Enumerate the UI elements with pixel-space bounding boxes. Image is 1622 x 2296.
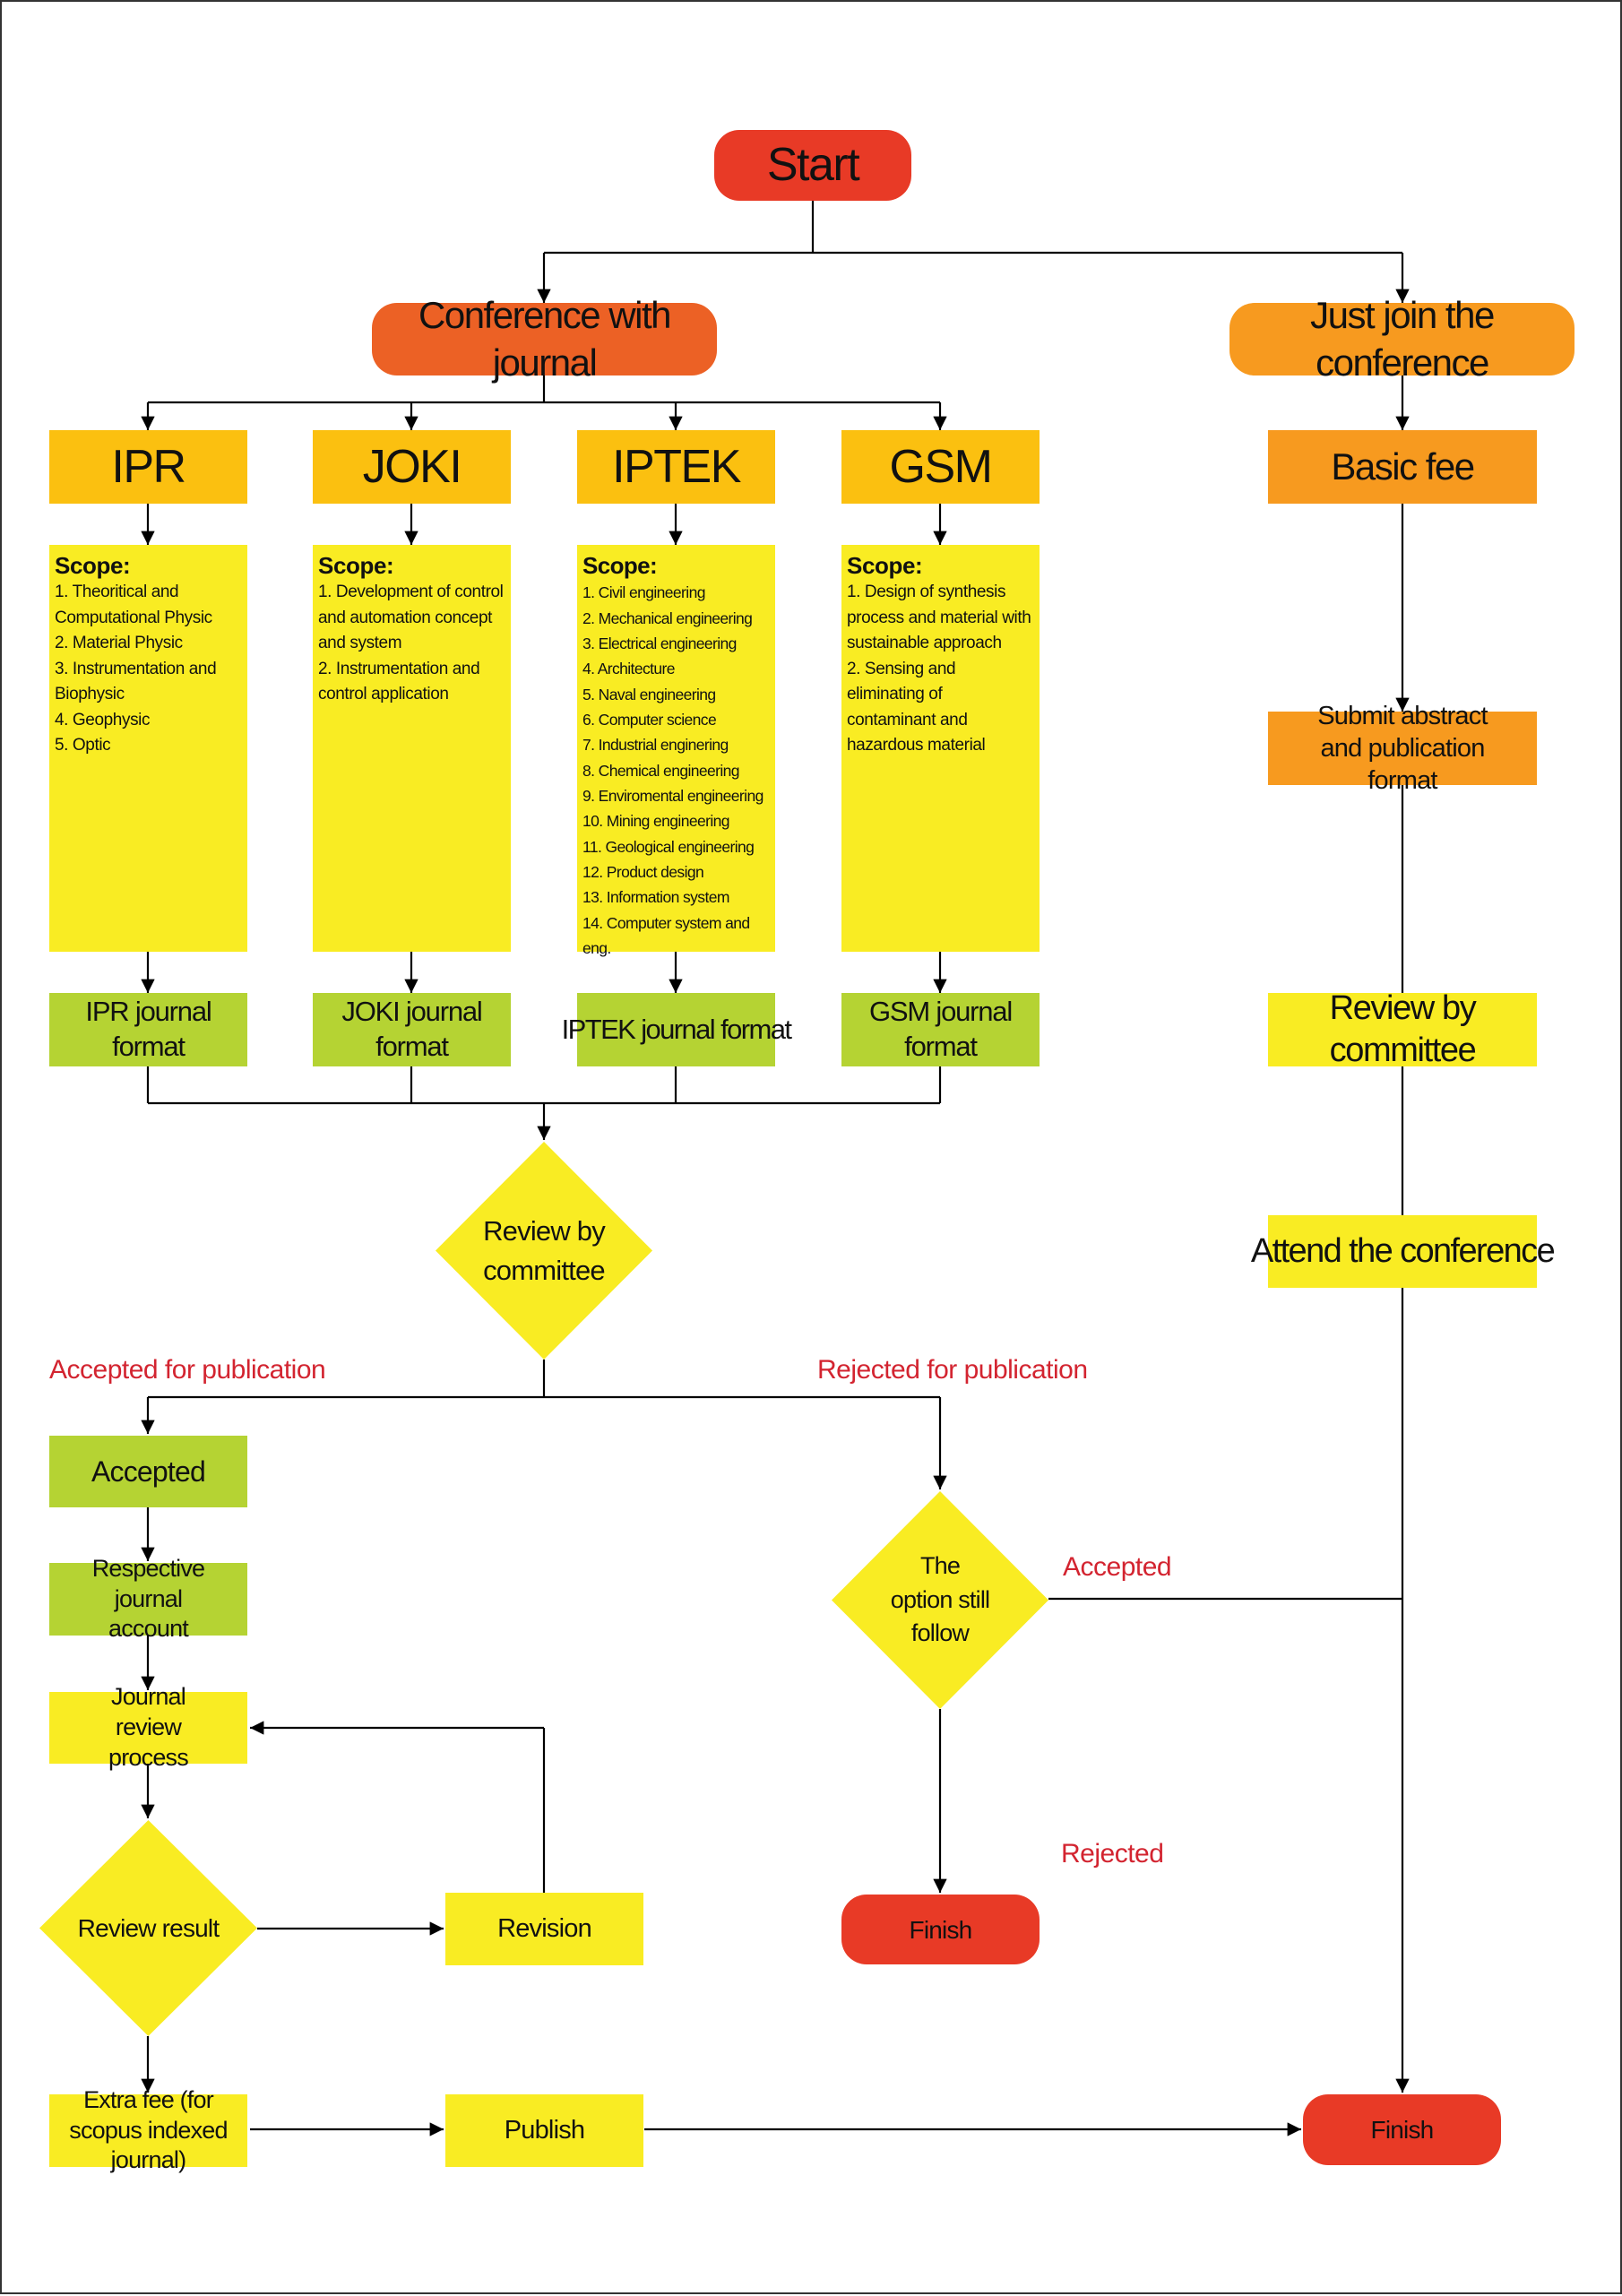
review-result-decision: Review result xyxy=(39,1820,257,2036)
scope-item: 2. Material Physic xyxy=(55,634,183,653)
scope-item: 13. Information system xyxy=(582,888,729,907)
scope-heading: Scope: xyxy=(582,552,658,579)
finish-node-right: Finish xyxy=(1303,2094,1501,2165)
finish-node-middle: Finish xyxy=(841,1895,1040,1964)
extra-fee-node: Extra fee (for scopus indexed journal) xyxy=(49,2086,247,2173)
scope-item: 2. Sensing and eliminating of contaminan… xyxy=(847,659,986,755)
journal-joki-node: JOKI xyxy=(313,430,511,504)
revision-node: Revision xyxy=(445,1893,643,1965)
rejected-edge-label: Rejected xyxy=(1061,1839,1164,1869)
gsm-journal-format-node: GSM journal format xyxy=(841,993,1040,1066)
journal-ipr-node: IPR xyxy=(49,430,247,504)
journal-review-process-node: Journal review process xyxy=(49,1683,247,1771)
scope-item: 3. Electrical engineering xyxy=(582,634,737,652)
scope-box-joki: Scope: 1. Development of control and aut… xyxy=(313,545,511,952)
review-by-committee-node: Review by committee xyxy=(1268,989,1537,1069)
conference-with-journal-node: Conference with journal xyxy=(372,294,717,384)
scope-box-ipr: Scope: 1. Theoritical and Computational … xyxy=(49,545,247,952)
scope-item: 3. Instrumentation and Biophysic xyxy=(55,659,217,704)
accepted-for-publication-label: Accepted for publication xyxy=(49,1355,326,1385)
ipr-journal-format-node: IPR journal format xyxy=(49,993,247,1066)
submit-abstract-node: Submit abstract and publication format xyxy=(1268,702,1537,795)
scope-item: 4. Architecture xyxy=(582,660,675,678)
decision-label: The option still follow xyxy=(890,1551,990,1647)
scope-item: 12. Product design xyxy=(582,862,704,881)
scope-item: 8. Chemical engineering xyxy=(582,761,740,780)
scope-item: 1. Theoritical and Computational Physic xyxy=(55,583,212,627)
journal-iptek-node: IPTEK xyxy=(577,430,775,504)
respective-journal-account-node: Respective journal account xyxy=(49,1555,247,1642)
scope-box-iptek: Scope: 1. Civil engineering 2. Mechanica… xyxy=(577,545,775,957)
scope-item: 11. Geological engineering xyxy=(582,837,755,856)
scope-item: 1. Design of synthesis process and mater… xyxy=(847,583,1031,653)
publish-node: Publish xyxy=(445,2094,643,2167)
scope-item: 1. Civil engineering xyxy=(582,583,705,602)
just-join-conference-node: Just join the conference xyxy=(1229,294,1575,384)
basic-fee-node: Basic fee xyxy=(1268,430,1537,504)
accepted-node: Accepted xyxy=(49,1436,247,1507)
scope-heading: Scope: xyxy=(847,552,923,579)
decision-label: Review result xyxy=(77,1913,220,1942)
accepted-edge-label: Accepted xyxy=(1063,1552,1172,1582)
scope-item: 9. Enviromental engineering xyxy=(582,786,764,805)
review-by-committee-decision: Review by committee xyxy=(436,1142,652,1359)
scope-item: 7. Industrial enginering xyxy=(582,736,729,755)
scope-item: 5. Optic xyxy=(55,736,111,755)
scope-item: 6. Computer science xyxy=(582,710,717,729)
scope-item: 2. Mechanical engineering xyxy=(582,609,753,627)
decision-label: Review by committee xyxy=(483,1215,606,1286)
scope-item: 4. Geophysic xyxy=(55,710,151,729)
joki-journal-format-node: JOKI journal format xyxy=(313,993,511,1066)
option-still-follow-decision: The option still follow xyxy=(832,1491,1048,1709)
scope-box-gsm: Scope: 1. Design of synthesis process an… xyxy=(841,545,1040,952)
start-node: Start xyxy=(714,130,911,201)
scope-heading: Scope: xyxy=(318,552,394,579)
rejected-for-publication-label: Rejected for publication xyxy=(817,1355,1088,1385)
scope-item: 1. Development of control and automation… xyxy=(318,583,504,653)
scope-item: 10. Mining engineering xyxy=(582,812,729,831)
scope-item: 2. Instrumentation and control applicati… xyxy=(318,659,480,704)
attend-conference-node: Attend the conference xyxy=(1251,1215,1556,1288)
scope-item: 5. Naval engineering xyxy=(582,685,716,703)
scope-item: 14. Computer system and eng. xyxy=(582,913,750,957)
journal-gsm-node: GSM xyxy=(841,430,1040,504)
scope-heading: Scope: xyxy=(55,552,131,579)
iptek-journal-format-node: IPTEK journal format xyxy=(562,993,792,1066)
